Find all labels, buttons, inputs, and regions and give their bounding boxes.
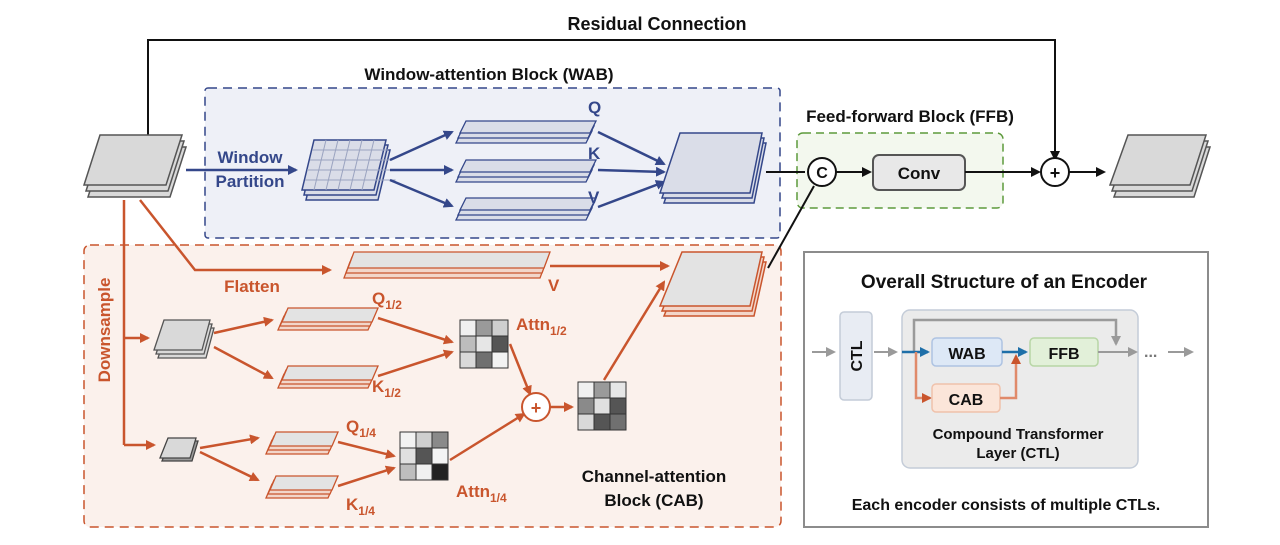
attn-half-to-add-arrow: [508, 343, 532, 396]
v-token-stack: [454, 197, 598, 221]
q-label: Q: [588, 98, 601, 117]
k-quarter-stack: [265, 475, 339, 499]
q-token-stack: [454, 120, 598, 144]
q-half-sub: 1/2: [385, 298, 402, 312]
downsample-label: Downsample: [95, 278, 114, 383]
input-feature-stack: [82, 134, 188, 198]
output-feature-stack: [1108, 134, 1212, 198]
fused-attn-to-output-arrow: [602, 280, 666, 381]
k-token-stack: [454, 159, 598, 183]
cab-title-1: Channel-attention: [582, 467, 727, 486]
attn-quarter-matrix: [399, 431, 449, 481]
window-partition-label-2: Partition: [216, 172, 285, 191]
q-half-label: Q1/2: [372, 289, 402, 312]
layer-input-to-cab-arrow: [914, 352, 932, 403]
attn-quarter-sub: 1/4: [490, 491, 507, 505]
attn-half-label: Attn1/2: [516, 315, 567, 338]
inset-wab-label: WAB: [948, 346, 985, 363]
flatten-label: Flatten: [224, 277, 280, 296]
q-quarter-main: Q: [346, 417, 359, 436]
k-half-sub: 1/2: [384, 386, 401, 400]
half-scale-feature-stack: [153, 319, 215, 359]
q-quarter-sub: 1/4: [359, 426, 376, 440]
attn-half-matrix: [459, 319, 509, 369]
wab-title: Window-attention Block (WAB): [364, 65, 613, 84]
half-scale-split-arrows: [213, 316, 274, 380]
q-quarter-label: Q1/4: [346, 417, 376, 440]
ffb-title: Feed-forward Block (FFB): [806, 107, 1014, 126]
q-quarter-stack: [265, 431, 339, 455]
ctl-block: [839, 311, 873, 401]
k-quarter-label: K1/4: [346, 495, 375, 518]
k-half-main: K: [372, 377, 385, 396]
cab-block: [83, 244, 782, 528]
cab-title-2: Block (CAB): [604, 491, 703, 510]
flatten-arrow: [139, 199, 332, 275]
window-partition-label-1: Window: [218, 148, 284, 167]
attn-quarter-to-add-arrow: [449, 412, 526, 462]
q-half-main: Q: [372, 289, 385, 308]
quarter-scale-attn-arrows: [337, 440, 396, 488]
qkv-merge-arrows: [597, 130, 666, 209]
window-grid-lines: [305, 139, 384, 191]
half-scale-attn-arrows: [377, 316, 454, 378]
attn-half-main: Attn: [516, 315, 550, 334]
conv-label: Conv: [898, 164, 941, 183]
inset-cab-label: CAB: [949, 392, 984, 409]
concat-label: C: [816, 165, 828, 182]
v-label: V: [588, 188, 600, 207]
flattened-v-stack: [343, 251, 551, 279]
ctl-caption-1: Compound Transformer: [933, 426, 1104, 443]
cab-add-label: +: [531, 398, 542, 418]
fused-attn-matrix: [577, 381, 627, 431]
ctl-block-label: CTL: [849, 340, 866, 371]
inset-title: Overall Structure of an Encoder: [861, 272, 1148, 293]
residual-connection-label: Residual Connection: [567, 14, 746, 34]
k-quarter-main: K: [346, 495, 359, 514]
cab-to-concat-line: [767, 185, 815, 269]
v-cab-label: V: [548, 276, 560, 295]
quarter-scale-split-arrows: [199, 434, 260, 482]
cab-to-ffb-arrow: [1000, 354, 1021, 400]
k-label: K: [588, 144, 601, 163]
quarter-scale-feature-stack: [159, 437, 199, 462]
inset-footer: Each encoder consists of multiple CTLs.: [852, 497, 1161, 514]
wab-output-stack: [658, 132, 767, 204]
ctl-caption-2: Layer (CTL): [976, 445, 1059, 462]
attn-quarter-label: Attn1/4: [456, 482, 507, 505]
k-half-label: K1/2: [372, 377, 401, 400]
residual-connection-arrow: [147, 39, 1060, 161]
q-half-stack: [277, 307, 379, 331]
attn-half-sub: 1/2: [550, 324, 567, 338]
inset-ffb-label: FFB: [1048, 346, 1079, 363]
layer-skip-arrow: [912, 318, 1121, 352]
residual-add-label: +: [1050, 163, 1061, 183]
cab-output-stack: [658, 251, 767, 317]
inset-ellipsis: ...: [1144, 344, 1157, 361]
k-quarter-sub: 1/4: [358, 504, 375, 518]
attn-quarter-main: Attn: [456, 482, 490, 501]
qkv-split-arrows: [389, 130, 454, 208]
k-half-stack: [277, 365, 379, 389]
